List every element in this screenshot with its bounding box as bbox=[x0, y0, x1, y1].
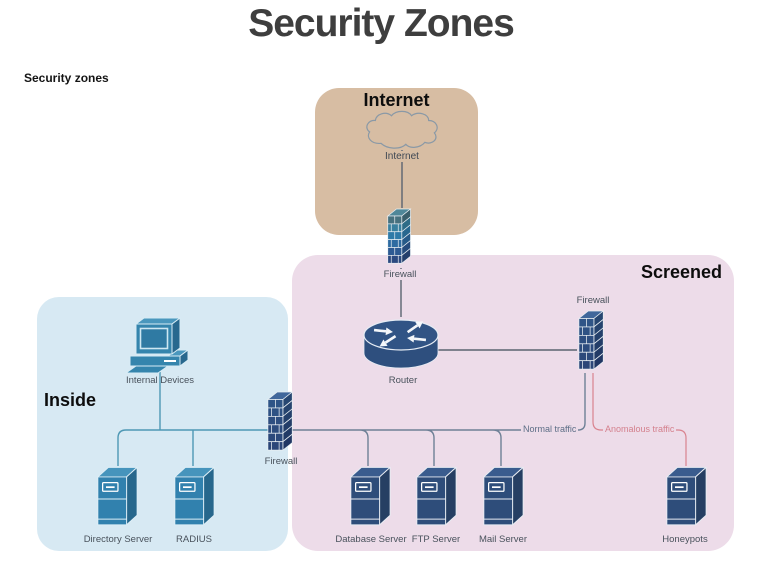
router-icon bbox=[363, 319, 439, 369]
page-title: Security Zones bbox=[248, 2, 515, 45]
radius-server-icon bbox=[174, 466, 215, 526]
firewall-inside-icon bbox=[267, 391, 293, 451]
internal-devices-label: Internal Devices bbox=[125, 375, 195, 386]
firewall-screened-label: Firewall bbox=[576, 295, 610, 306]
normal-traffic-label: Normal traffic bbox=[521, 424, 579, 434]
mail-server-label: Mail Server bbox=[478, 534, 528, 545]
database-server-label: Database Server bbox=[335, 534, 407, 545]
cloud-icon bbox=[366, 110, 438, 149]
directory-server-label: Directory Server bbox=[83, 534, 153, 545]
honeypots-label: Honeypots bbox=[662, 534, 708, 545]
zone-internet-label: Internet bbox=[363, 90, 430, 110]
ftp-server-label: FTP Server bbox=[411, 534, 461, 545]
directory-server-icon bbox=[97, 466, 138, 526]
mail-server-icon bbox=[483, 466, 524, 526]
firewall-inside-label: Firewall bbox=[264, 456, 298, 467]
cloud-label: Internet bbox=[383, 151, 421, 162]
ftp-server-icon bbox=[416, 466, 457, 526]
router-label: Router bbox=[388, 375, 418, 386]
firewall-internet-icon bbox=[387, 208, 411, 264]
radius-label: RADIUS bbox=[176, 534, 212, 545]
computer-icon bbox=[125, 317, 189, 374]
diagram-caption: Security zones bbox=[24, 71, 109, 85]
zone-inside-label: Inside bbox=[44, 390, 97, 410]
honeypots-server-icon bbox=[666, 466, 707, 526]
firewall-internet-label: Firewall bbox=[381, 269, 419, 280]
zone-screened-label: Screened bbox=[640, 262, 722, 282]
database-server-icon bbox=[350, 466, 391, 526]
firewall-screened-icon bbox=[578, 310, 604, 370]
anomalous-traffic-label: Anomalous traffic bbox=[603, 424, 677, 434]
